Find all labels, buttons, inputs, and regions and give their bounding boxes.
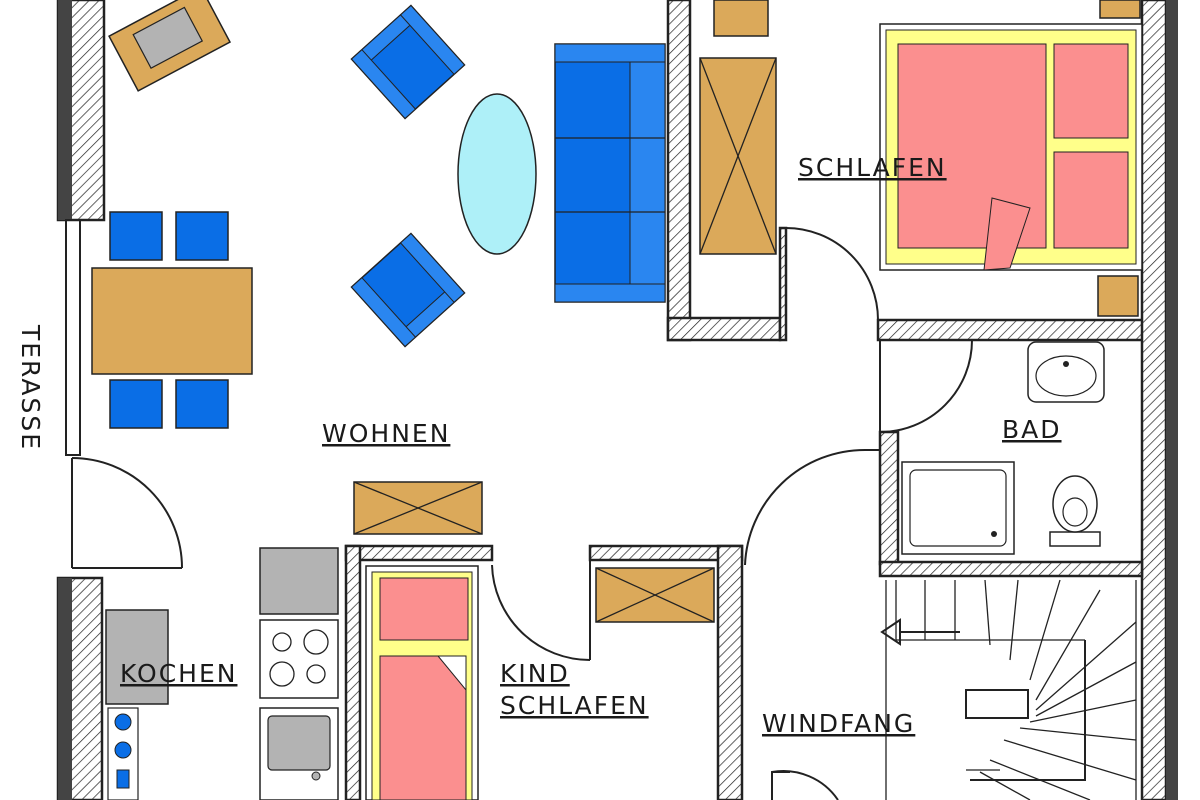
bathroom-fixtures (901, 341, 1105, 555)
room-label-kind-line2: SCHLAFEN (500, 691, 649, 720)
door-entrance-swing (771, 770, 839, 800)
counter (259, 547, 339, 615)
coffee-table (457, 93, 537, 255)
single-bed (365, 565, 479, 800)
cabinet-kids (595, 567, 715, 623)
wall-right-dark (1166, 0, 1178, 800)
kitchen-fixtures (105, 547, 339, 800)
wall-schlafen-left (666, 0, 692, 342)
walls (56, 0, 1178, 800)
door-terrace-swing (71, 457, 183, 569)
armchair-top (350, 4, 466, 120)
control-panel (107, 707, 139, 800)
room-labels: WOHNEN SCHLAFEN BAD KOCHEN KIND SCHLAFEN… (16, 153, 1062, 738)
room-label-wohnen: WOHNEN (322, 419, 450, 448)
room-label-schlafen: SCHLAFEN (798, 153, 947, 182)
wall-kind-left (344, 544, 362, 800)
wall-bad-bottom (878, 560, 1144, 578)
dining-chair (109, 379, 163, 429)
armchair-bottom (350, 232, 466, 348)
dining-chair (109, 211, 163, 261)
door-kind-swing (491, 564, 591, 661)
wall-kind-top-left (344, 544, 494, 562)
doors (71, 227, 973, 800)
shower-tray (901, 461, 1015, 555)
dining-chair (175, 379, 229, 429)
staircase (880, 579, 1137, 800)
door-schlafen-swing (785, 227, 879, 321)
dining-chair (175, 211, 229, 261)
nightstand-top-right (1099, 0, 1141, 19)
wall-left-upper-dark (58, 0, 72, 220)
room-label-kind-line1: KIND (500, 659, 570, 688)
door-bad-swing (879, 339, 973, 433)
wall-schlafen-bottom-right (876, 318, 1162, 342)
room-label-windfang: WINDFANG (762, 709, 915, 738)
kids-bedroom-furniture (365, 565, 715, 800)
room-label-terasse: TERASSE (16, 324, 45, 451)
cabinet-living (353, 481, 483, 535)
stove (259, 619, 339, 699)
nightstand-bottom-right (1097, 275, 1139, 317)
wall-bad-left (878, 430, 900, 566)
sofa (554, 43, 666, 303)
wardrobe (699, 57, 777, 255)
living-furniture (91, 0, 666, 535)
washbasin (1027, 341, 1105, 403)
room-label-kochen: KOCHEN (120, 659, 237, 688)
stair-rail (970, 640, 1086, 781)
kitchen-sink (259, 707, 339, 800)
wall-right (1140, 0, 1168, 800)
toilet (1049, 475, 1101, 547)
dining-table (91, 267, 253, 375)
nightstand-top-left (713, 0, 769, 37)
wall-kind-right (716, 544, 744, 800)
stair-inner-rail (965, 689, 1029, 719)
desk (108, 0, 232, 92)
fridge (105, 609, 169, 705)
double-bed (879, 23, 1143, 271)
wall-schlafen-bottom-left (666, 316, 782, 342)
bedroom-furniture (699, 0, 1143, 317)
wall-left-lower-dark (58, 578, 72, 800)
door-windfang-swing (744, 448, 866, 566)
room-label-bad: BAD (1002, 415, 1062, 444)
window-left (65, 219, 81, 456)
